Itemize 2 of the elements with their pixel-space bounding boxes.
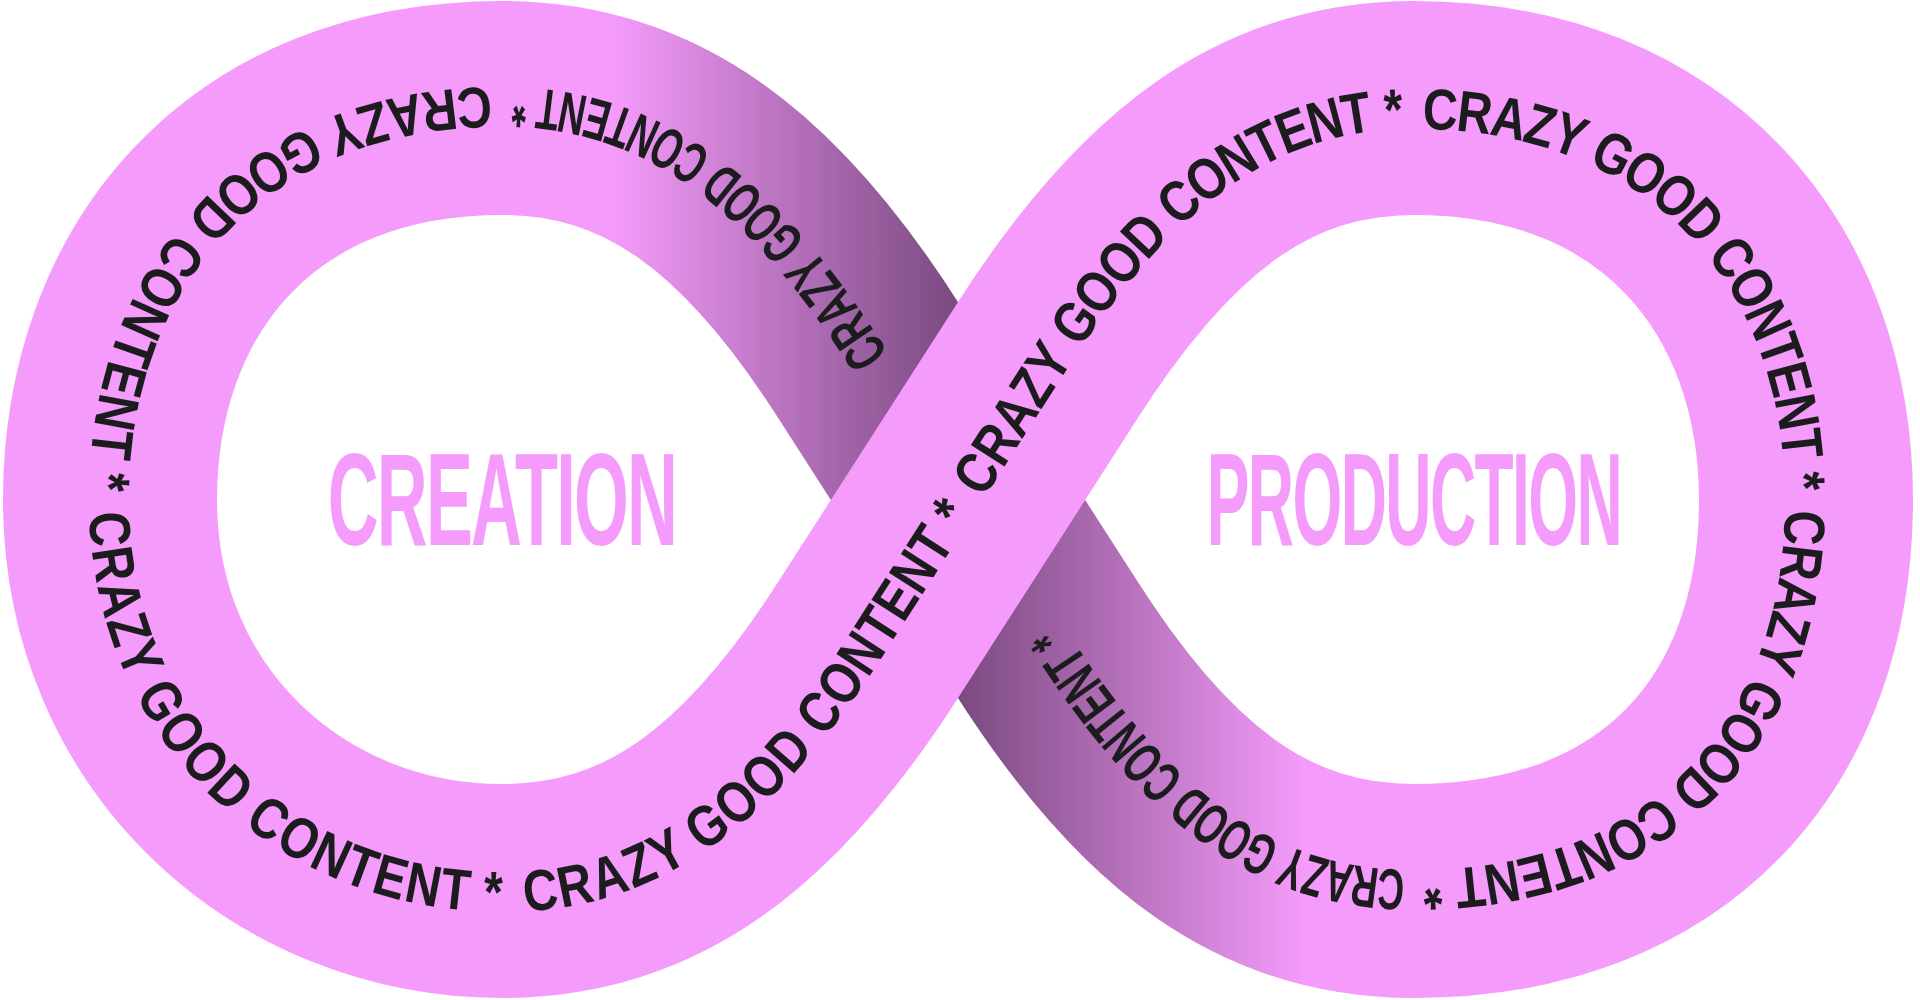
stage-label: PRODUCTION	[1206, 434, 1621, 566]
stage-label: CREATION	[327, 434, 677, 566]
